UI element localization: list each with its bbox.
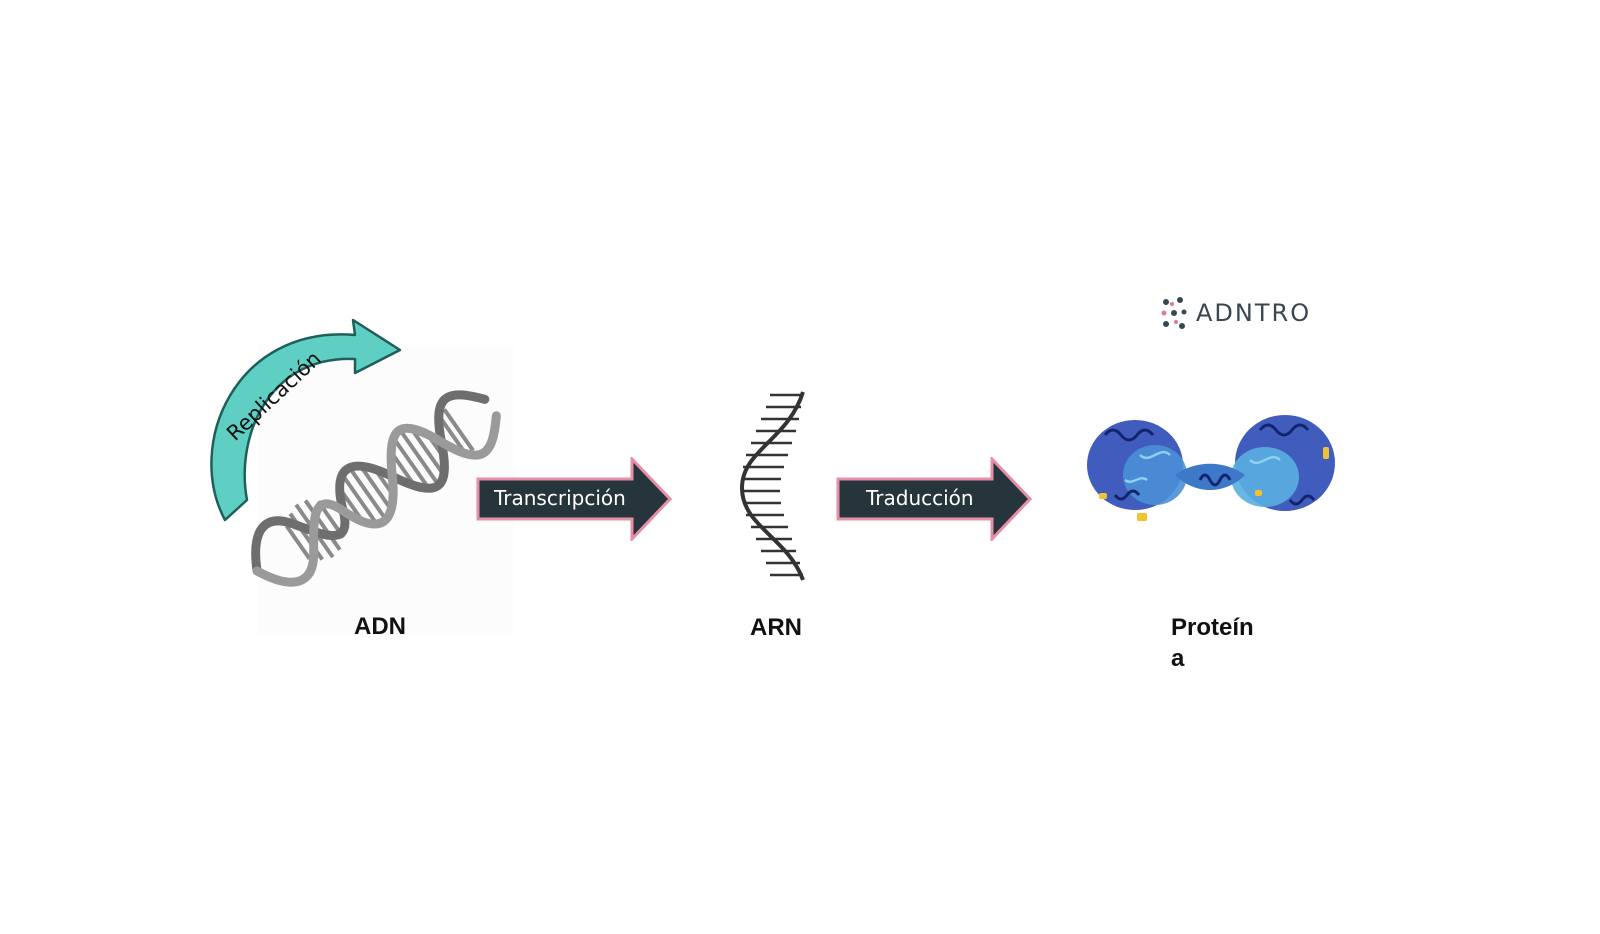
dna-label: ADN: [354, 613, 406, 640]
translation-arrow-icon: [836, 457, 1032, 541]
replication-arrow-icon: [210, 318, 402, 522]
dna-helix-icon: [251, 390, 501, 587]
translation-label: Traducción: [866, 486, 974, 510]
helix-dots-icon: [1161, 297, 1187, 329]
protein-structure-icon: [1087, 415, 1335, 521]
transcription-label: Transcripción: [494, 486, 626, 510]
protein-label: Proteína: [1171, 614, 1254, 672]
transcription-arrow-icon: [476, 457, 672, 541]
logo-text: ADNTRO: [1196, 299, 1312, 327]
rna-strand-icon: [739, 391, 805, 581]
rna-label: ARN: [750, 614, 802, 641]
